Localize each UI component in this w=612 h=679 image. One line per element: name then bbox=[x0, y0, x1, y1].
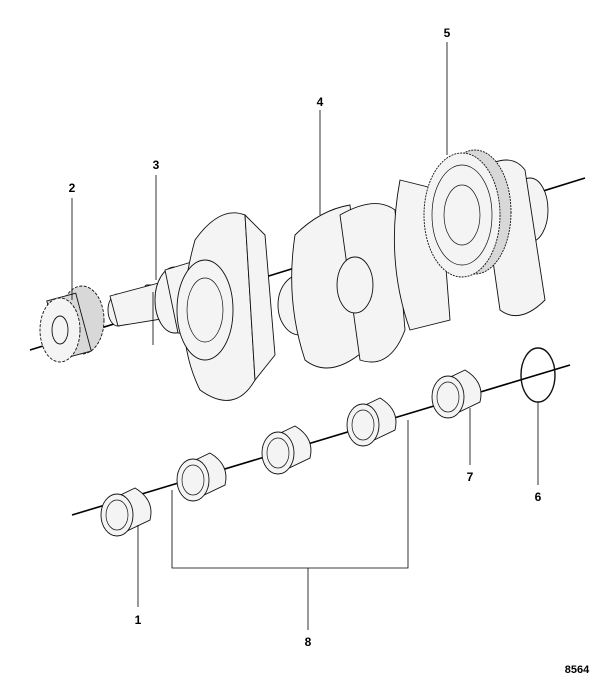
callout-6: 6 bbox=[534, 490, 542, 504]
callout-5: 5 bbox=[443, 26, 451, 40]
main-bearing-4 bbox=[346, 397, 397, 447]
thrust-bearing bbox=[431, 369, 482, 419]
bearing-axis-line bbox=[71, 364, 571, 516]
callout-8: 8 bbox=[304, 635, 312, 649]
leader-8-bracket bbox=[171, 420, 409, 569]
callout-1: 1 bbox=[134, 613, 142, 627]
crankshaft bbox=[107, 159, 549, 401]
crankshaft-gear bbox=[423, 149, 512, 278]
callout-7: 7 bbox=[466, 470, 474, 484]
main-bearing-2 bbox=[176, 452, 227, 502]
main-bearing-3 bbox=[261, 425, 312, 475]
callout-3: 3 bbox=[152, 158, 160, 172]
main-bearing-1 bbox=[100, 487, 152, 537]
callout-2: 2 bbox=[68, 181, 76, 195]
crankshaft-sprocket bbox=[39, 285, 105, 363]
callout-4: 4 bbox=[316, 95, 324, 109]
figure-number: 8564 bbox=[564, 664, 590, 676]
